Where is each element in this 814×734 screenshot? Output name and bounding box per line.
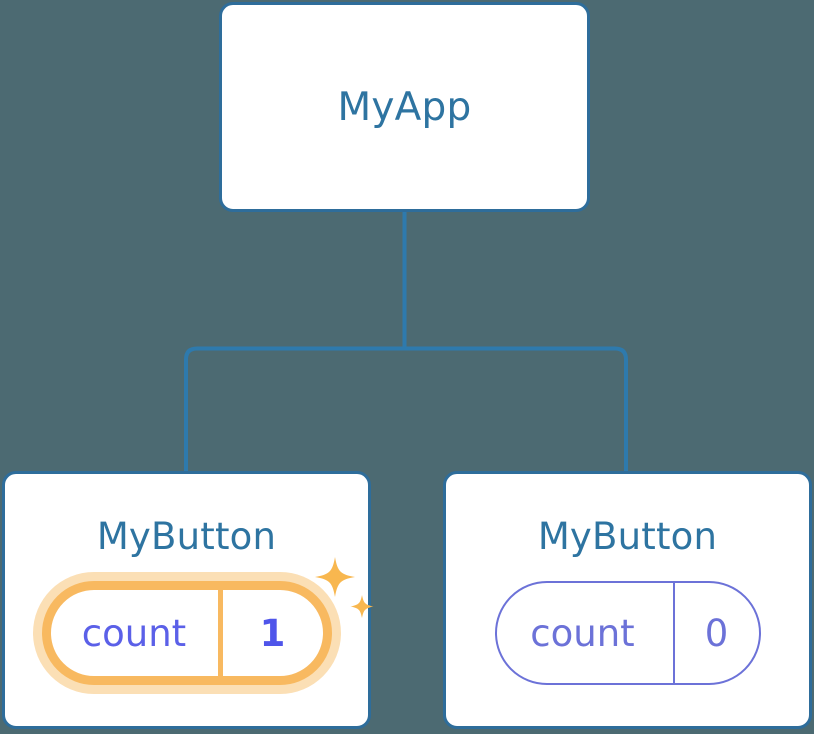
state-value-right: 0 (704, 611, 729, 655)
node-card-child-left[interactable]: MyButton count 1 (2, 471, 373, 729)
state-pill-left[interactable]: count 1 (41, 581, 332, 685)
node-title-child-right: MyButton (537, 515, 718, 558)
state-key-left: count (51, 590, 223, 676)
node-content-right: MyButton count 0 (446, 474, 809, 726)
connector-branch-left (184, 346, 405, 471)
state-pill-wrapper-left: count 1 (41, 557, 373, 685)
node-card-root[interactable]: MyApp (219, 2, 590, 212)
node-title-child-left: MyButton (96, 515, 277, 558)
node-content-left: MyButton count 1 (5, 474, 373, 726)
state-key-right: count (497, 583, 675, 683)
state-pill-wrapper-right: count 0 (494, 581, 761, 685)
state-value-left: 1 (259, 611, 286, 655)
state-pill-right[interactable]: count 0 (494, 581, 761, 685)
node-title-root: MyApp (337, 84, 472, 130)
node-card-child-right[interactable]: MyButton count 0 (443, 471, 812, 729)
connector-branch-right (404, 346, 628, 471)
